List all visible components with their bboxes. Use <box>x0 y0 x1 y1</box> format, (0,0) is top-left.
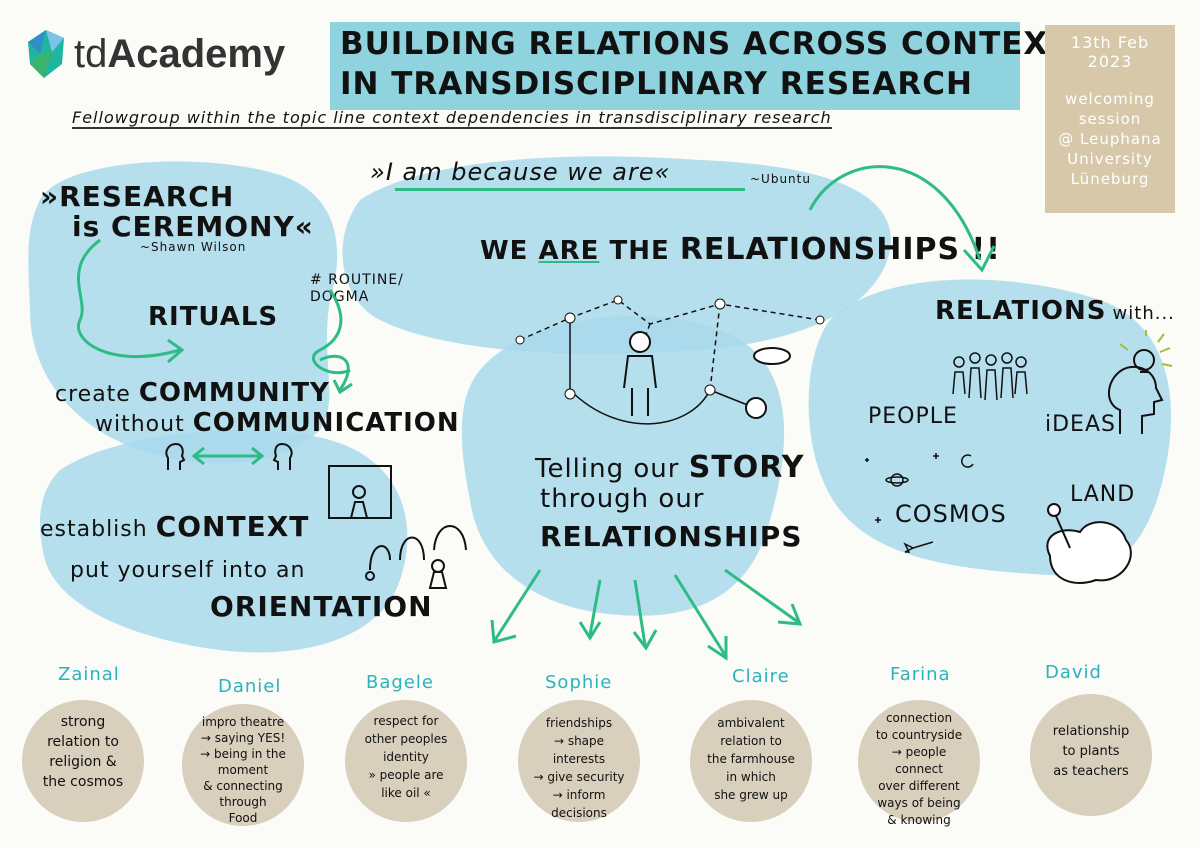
date-line-1: 13th Feb <box>1070 33 1150 52</box>
two-heads-icon <box>165 442 293 470</box>
fellow-text-zainal: strong relation to religion & the cosmos <box>42 714 124 790</box>
fellow-circle-zainal: strong relation to religion & the cosmos <box>22 700 144 822</box>
fellow-text-farina: connection to countryside → people conne… <box>875 711 963 827</box>
fellow-text-sophie: friendships → shape interests → give sec… <box>533 716 625 820</box>
orientation-icon <box>365 525 467 589</box>
rituals-label: RITUALS <box>148 302 279 332</box>
research-line-2: is CEREMONY« <box>72 210 314 243</box>
land-island-icon <box>1046 503 1132 584</box>
fellow-name-farina: Farina <box>890 664 951 685</box>
fellow-circle-bagele: respect for other peoples identity » peo… <box>345 700 467 822</box>
quote-attribution: ~Ubuntu <box>750 172 811 186</box>
story-label: STORY <box>688 450 805 485</box>
put-yourself: put yourself into an <box>70 558 306 583</box>
routine-label: # ROUTINE/ DOGMA <box>310 272 404 305</box>
session-text: welcoming session @ Leuphana University … <box>1058 90 1162 188</box>
logo-text-light: td <box>74 32 108 76</box>
date-line-2: 2023 <box>1087 52 1133 71</box>
quote-underline <box>395 188 745 191</box>
without-prefix: without <box>95 412 185 437</box>
fan-arrows <box>490 568 803 661</box>
fellow-name-david: David <box>1045 662 1102 683</box>
create-community: create COMMUNITY <box>55 378 330 408</box>
we-are-the-relationships: WE ARE THE RELATIONSHIPS !! <box>480 232 1001 267</box>
left-arrows <box>77 238 353 395</box>
cosmos-label: COSMOS <box>895 500 1007 528</box>
without-communication: without COMMUNICATION <box>95 408 460 438</box>
we-label: WE <box>480 236 529 266</box>
fellow-circle-david: relationship to plants as teachers <box>1030 694 1152 816</box>
relationship-network-icon <box>515 295 825 425</box>
fellow-text-david: relationship to plants as teachers <box>1052 724 1130 779</box>
land-label: LAND <box>1070 482 1136 507</box>
through-our: through our <box>540 484 705 514</box>
subtitle: Fellowgroup within the topic line contex… <box>72 108 832 129</box>
research-line-1: »RESEARCH <box>40 180 235 213</box>
arrow-to-relations <box>808 165 996 273</box>
blob-top-center <box>342 156 891 354</box>
blob-left-bottom <box>40 430 408 653</box>
relationships-label: RELATIONSHIPS <box>540 520 803 553</box>
fellow-text-bagele: respect for other peoples identity » peo… <box>364 714 448 800</box>
research-attribution: ~Shawn Wilson <box>140 240 247 254</box>
title-line-1: BUILDING RELATIONS ACROSS CONTEXTS <box>340 26 1094 62</box>
ubuntu-quote: »I am because we are« <box>370 158 671 186</box>
people-group-icon <box>952 352 1028 401</box>
blob-center <box>461 315 785 616</box>
fellow-name-claire: Claire <box>732 666 790 687</box>
context-frame-icon <box>328 465 392 519</box>
create-prefix: create <box>55 382 131 407</box>
context-label: CONTEXT <box>155 510 310 543</box>
the-label: THE <box>609 236 670 266</box>
telling-prefix: Telling our <box>535 454 680 484</box>
title-highlight <box>330 22 1020 110</box>
fellow-text-claire: ambivalent relation to the farmhouse in … <box>707 716 795 802</box>
relationships-heading: RELATIONSHIPS !! <box>679 232 1001 267</box>
blob-left-top <box>28 161 338 464</box>
ideas-label: iDEAS <box>1045 412 1116 437</box>
fellow-name-sophie: Sophie <box>545 672 613 693</box>
community-label: COMMUNITY <box>138 378 330 408</box>
title-line-2: IN TRANSDISCIPLINARY RESEARCH <box>340 66 973 102</box>
fellow-name-zainal: Zainal <box>58 664 120 685</box>
fellow-circle-farina: connection to countryside → people conne… <box>858 700 980 827</box>
people-label: PEOPLE <box>868 404 958 429</box>
fellow-circle-claire: ambivalent relation to the farmhouse in … <box>690 700 812 822</box>
fellow-circle-daniel: impro theatre → saying YES! → being in t… <box>182 704 304 826</box>
relations-heading: RELATIONS <box>935 296 1107 326</box>
communication-label: COMMUNICATION <box>192 408 460 438</box>
logo: tdAcademy <box>24 28 285 84</box>
telling-our-story: Telling our STORY <box>535 450 804 485</box>
logo-text-bold: Academy <box>107 32 286 76</box>
fellow-name-bagele: Bagele <box>366 672 434 693</box>
cosmos-icon <box>865 453 974 553</box>
establish-prefix: establish <box>40 517 148 542</box>
date-box: 13th Feb 2023 welcoming session @ Leupha… <box>1045 25 1175 213</box>
orientation-label: ORIENTATION <box>210 590 433 623</box>
blob-right <box>808 279 1172 576</box>
establish-context: establish CONTEXT <box>40 510 309 543</box>
idea-head-icon <box>1108 330 1173 434</box>
fellow-name-daniel: Daniel <box>218 676 282 697</box>
fellow-circle-sophie: friendships → shape interests → give sec… <box>518 700 640 822</box>
fellow-text-daniel: impro theatre → saying YES! → being in t… <box>200 715 286 825</box>
relations-suffix: with... <box>1112 303 1175 324</box>
are-label: ARE <box>538 236 600 266</box>
relations-with: RELATIONS with... <box>935 296 1175 326</box>
logo-icon <box>28 30 64 78</box>
